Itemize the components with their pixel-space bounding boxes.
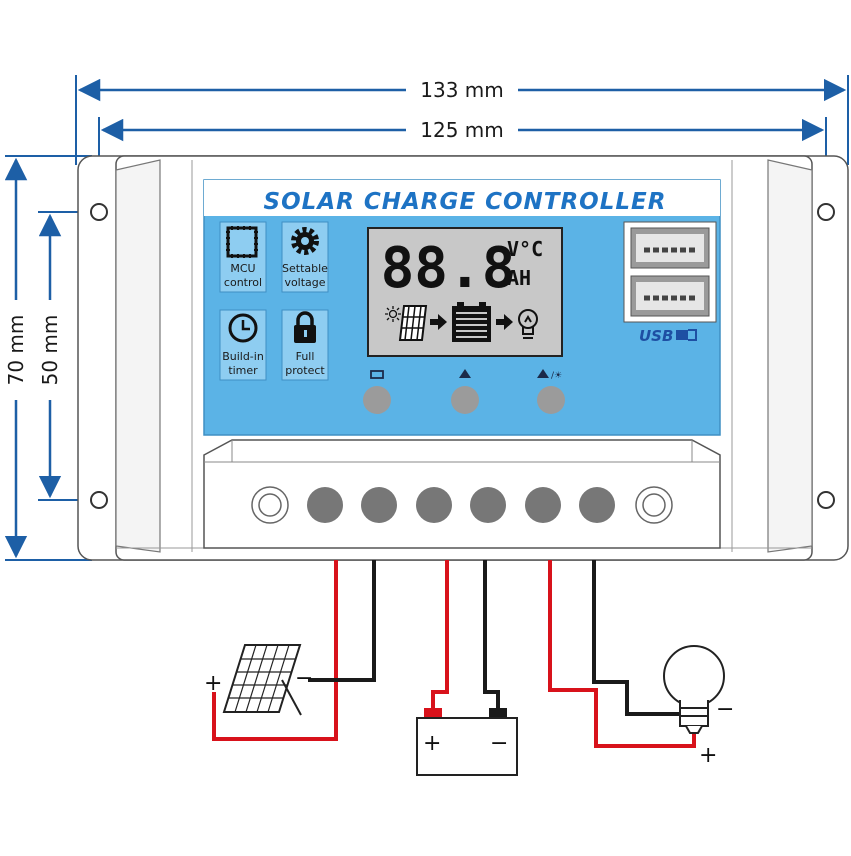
battery-icon: + − (416, 708, 518, 776)
solar-minus-label: − (295, 666, 313, 691)
lcd-arrow-icon-2 (496, 314, 513, 330)
lcd-bulb-icon (518, 309, 538, 339)
wire-battery-negative (483, 560, 500, 710)
usb-port-top[interactable] (630, 227, 710, 269)
lcd-battery-icon (452, 302, 491, 342)
dim-label-inner-height: 50 mm (38, 315, 62, 386)
load-minus-label: − (716, 697, 734, 722)
feature-timer-line2: timer (228, 364, 258, 377)
button-up[interactable] (451, 369, 479, 414)
usb-port-bottom[interactable] (630, 275, 710, 317)
terminal-block (203, 439, 721, 549)
load-plus-label: + (699, 743, 717, 768)
battery-plus-label: + (423, 731, 441, 756)
lcd-arrow-icon-1 (430, 314, 447, 330)
gear-icon (291, 227, 319, 255)
dim-label-outer-height: 70 mm (4, 315, 28, 386)
feature-protect-line1: Full (296, 350, 315, 363)
feature-voltage-line2: voltage (284, 276, 325, 289)
wire-load-positive (548, 560, 696, 748)
lcd-sun-icon (385, 306, 401, 322)
lcd-unit-top: V°C (507, 237, 543, 261)
light-bulb-icon: − + (663, 645, 734, 768)
lock-icon (294, 311, 316, 343)
feature-tile-timer: Build-in timer (219, 309, 267, 381)
terminal-solar-negative (361, 487, 397, 523)
usb-logo: USB (639, 327, 697, 345)
feature-tile-mcu: MCU control (219, 221, 267, 293)
lcd-unit-bottom: AH (507, 266, 531, 290)
panel-title: SOLAR CHARGE CONTROLLER (264, 189, 667, 215)
terminal-screw-right (635, 486, 673, 524)
terminal-load-positive (525, 487, 561, 523)
button-down-light[interactable]: /☀ (537, 369, 565, 414)
usb-label: USB (639, 327, 673, 345)
terminal-screw-left (251, 486, 289, 524)
feature-tile-voltage: Settable voltage (281, 221, 329, 293)
mounting-hole-bottom-right (817, 491, 835, 509)
mounting-hole-top-left (90, 203, 108, 221)
terminal-battery-positive (416, 487, 452, 523)
terminal-load-negative (579, 487, 615, 523)
button-menu[interactable] (363, 370, 391, 414)
dimension-annotations: 133 mm 125 mm 70 mm 50 mm (4, 75, 849, 561)
wire-load-negative (592, 560, 680, 716)
clock-icon (228, 313, 258, 343)
wire-solar-positive (212, 560, 338, 741)
svg-text:/☀: /☀ (551, 371, 562, 381)
feature-timer-line1: Build-in (222, 350, 264, 363)
lcd-digits: 88.8 (381, 236, 516, 301)
mounting-hole-top-right (817, 203, 835, 221)
usb-ports (623, 221, 717, 323)
terminal-battery-negative (470, 487, 506, 523)
dim-label-outer-width: 133 mm (420, 78, 504, 102)
feature-mcu-line1: MCU (230, 262, 255, 275)
mounting-hole-bottom-left (90, 491, 108, 509)
wiring (212, 560, 696, 748)
feature-voltage-line1: Settable (282, 262, 328, 275)
controller-body: SOLAR CHARGE CONTROLLER MCU control Sett… (77, 155, 849, 561)
feature-tile-protect: Full protect (281, 309, 329, 381)
lcd-display: 88.8 V°C AH (367, 227, 563, 357)
solar-panel-icon: + − (204, 644, 313, 716)
solar-plus-label: + (204, 671, 222, 696)
feature-mcu-line2: control (224, 276, 262, 289)
dim-label-inner-width: 125 mm (420, 118, 504, 142)
feature-protect-line2: protect (285, 364, 325, 377)
chip-icon (226, 226, 258, 258)
lcd-solar-panel-icon (398, 305, 428, 341)
wire-solar-negative (308, 560, 376, 682)
terminal-solar-positive (307, 487, 343, 523)
wire-battery-positive (431, 560, 449, 710)
battery-minus-label: − (490, 731, 508, 756)
